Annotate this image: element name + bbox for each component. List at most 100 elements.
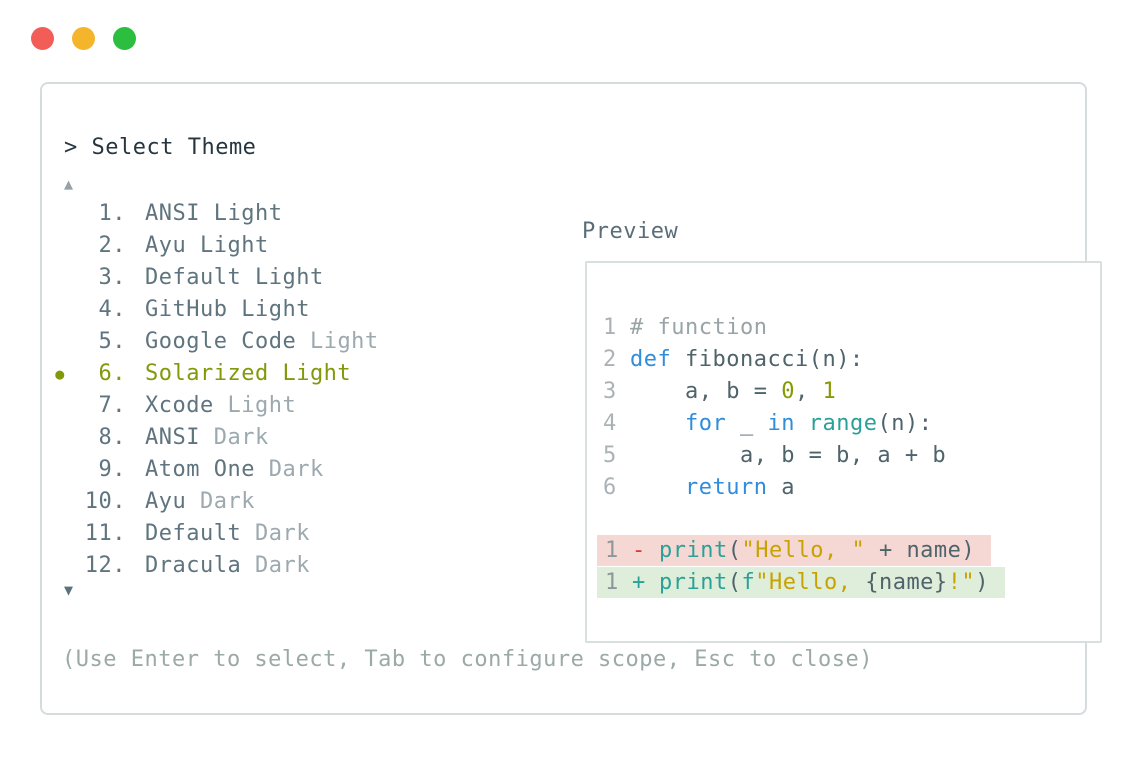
item-number: 10. [84, 489, 126, 514]
selected-bullet-icon [50, 454, 70, 486]
selected-bullet-icon [50, 230, 70, 262]
code-line: 3 a, b = 0, 1 [603, 376, 946, 408]
theme-list-item[interactable]: 8. ANSI Dark [42, 422, 542, 454]
code-segment: _ [726, 411, 768, 436]
item-number: 9. [98, 457, 126, 482]
code-segment: + name) [865, 538, 976, 563]
code-segment: "Hello, [755, 570, 866, 595]
code-segment: for [684, 411, 727, 436]
code-line: 4 for _ in range(n): [603, 408, 946, 440]
code-segment [630, 475, 685, 500]
selected-bullet-icon [50, 422, 70, 454]
item-name: Google Code [145, 329, 297, 354]
item-number: 7. [98, 393, 126, 418]
item-name: ANSI Light [145, 201, 283, 226]
line-number: 3 [603, 379, 617, 404]
preview-pane: 1 # function 2 def fibonacci(n): 3 a, b = 0,… [585, 261, 1102, 643]
code-segment: def [630, 347, 672, 372]
scroll-up-icon[interactable]: ▲ [64, 175, 74, 193]
item-variant: Dark [199, 425, 269, 450]
code-line: 2 def fibonacci(n): [603, 344, 946, 376]
code-line: 1 # function [603, 312, 946, 344]
preview-title: Preview [582, 219, 679, 244]
item-name: Default [145, 521, 242, 546]
item-number: 3. [98, 265, 126, 290]
minimize-button-icon[interactable] [72, 27, 95, 50]
code-segment: !" [947, 570, 976, 595]
diff-sign-icon: + [632, 570, 660, 595]
line-number: 4 [603, 411, 617, 436]
code-segment: # function [630, 315, 768, 340]
code-segment: return [684, 475, 768, 500]
line-number: 2 [603, 347, 617, 372]
theme-list-item[interactable]: 11.Default Dark [42, 518, 542, 550]
item-variant: Dark [241, 553, 310, 578]
theme-list-item[interactable]: 3.Default Light [42, 262, 542, 294]
item-number: 12. [84, 553, 126, 578]
item-variant: Dark [186, 489, 255, 514]
code-segment: ( [727, 538, 742, 563]
item-name: Solarized Light [145, 361, 352, 386]
scroll-down-icon[interactable]: ▼ [64, 581, 74, 599]
theme-list-item[interactable]: 12.Dracula Dark [42, 550, 542, 582]
code-segment: a [767, 475, 795, 500]
code-segment: a, b = [630, 379, 782, 404]
code-segment: ) [975, 570, 989, 595]
code-segment: ( [727, 570, 742, 595]
selected-bullet-icon: ● [55, 365, 65, 383]
theme-list-item[interactable]: 9.Atom One Dark [42, 454, 542, 486]
code-segment: a, b = b, a + b [630, 443, 947, 468]
close-button-icon[interactable] [31, 27, 54, 50]
selected-bullet-icon [50, 486, 70, 518]
item-number: 8. [98, 425, 126, 450]
picker-prompt: > Select Theme [64, 135, 257, 160]
code-block: 1 # function 2 def fibonacci(n): 3 a, b = 0,… [603, 312, 946, 504]
code-segment: 1 [822, 379, 837, 404]
diff-line-removed: 1- print("Hello, " + name) [597, 535, 992, 566]
item-number: 5. [98, 329, 126, 354]
code-segment: "Hello, " [741, 538, 866, 563]
item-name: Xcode [145, 393, 214, 418]
code-segment: print [659, 570, 728, 595]
theme-list-item[interactable]: 5. Google Code Light [42, 326, 542, 358]
item-number: 4. [98, 297, 126, 322]
theme-picker-panel: > Select Theme ▲ 1. ANSI Light 2.Ayu Light… [40, 82, 1102, 715]
code-segment [630, 411, 685, 436]
zoom-button-icon[interactable] [113, 27, 136, 50]
theme-list-item[interactable]: 10. Ayu Dark [42, 486, 542, 518]
item-variant: Light [296, 329, 379, 354]
diff-sign-icon: - [632, 538, 660, 563]
selected-bullet-icon [50, 518, 70, 550]
item-variant: Light [213, 393, 297, 418]
code-segment: in [767, 411, 795, 436]
item-number: 1. [98, 201, 126, 226]
item-name: ANSI [145, 425, 200, 450]
theme-list-item[interactable]: ● 6. Solarized Light [42, 358, 542, 390]
line-number: 1 [603, 315, 617, 340]
selected-bullet-icon [50, 294, 70, 326]
selected-bullet-icon [50, 326, 70, 358]
item-variant: Dark [241, 521, 310, 546]
diff-line-added: 1 + print(f"Hello, {name}!") [597, 567, 1005, 598]
code-line: 5 a, b = b, a + b [603, 440, 946, 472]
code-line: 6 return a [603, 472, 946, 504]
selected-bullet-icon [50, 390, 70, 422]
code-segment: print [659, 538, 728, 563]
line-number: 1 [605, 570, 619, 595]
selected-bullet-icon [50, 262, 70, 294]
item-variant: Dark [254, 457, 324, 482]
code-segment: f [741, 570, 756, 595]
theme-list-item[interactable]: 4. GitHub Light [42, 294, 542, 326]
window-controls [31, 27, 136, 50]
code-segment: range [808, 411, 878, 436]
theme-list-item[interactable]: 1. ANSI Light [42, 198, 542, 230]
item-name: GitHub Light [145, 297, 310, 322]
item-number: 6. [98, 361, 126, 386]
code-segment: {name} [865, 570, 948, 595]
theme-list-item[interactable]: 7. Xcode Light [42, 390, 542, 422]
code-segment: fibonacci(n): [671, 347, 864, 372]
help-text: (Use Enter to select, Tab to configure s… [62, 647, 873, 672]
item-name: Ayu [145, 489, 187, 514]
theme-list-item[interactable]: 2.Ayu Light [42, 230, 542, 262]
code-segment: (n): [877, 411, 933, 436]
